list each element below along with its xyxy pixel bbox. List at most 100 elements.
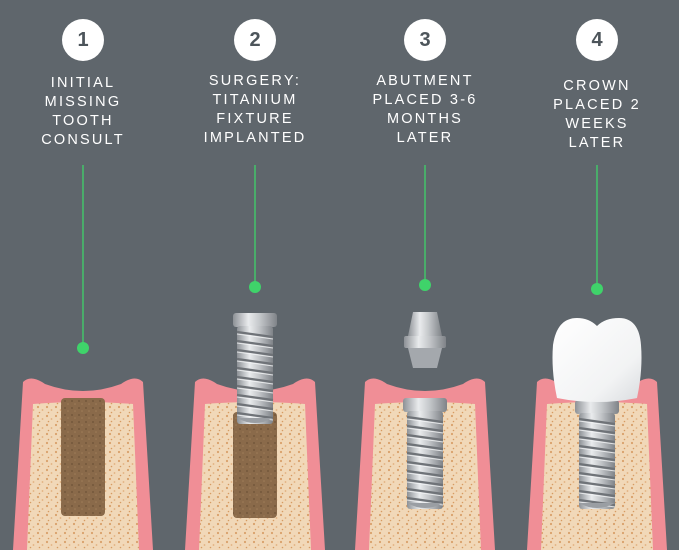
step-2-fixture-thread [236, 348, 274, 357]
step-2-fixture-head [233, 313, 277, 327]
step-3-fixture-thread [406, 415, 444, 424]
step-1-socket [61, 398, 105, 516]
step-3-fixture-thread [406, 442, 444, 451]
step-4-fixture-thread-highlight [578, 456, 616, 463]
step-2-fixture-thread-highlight [236, 396, 274, 403]
step-3-fixture-thread [406, 433, 444, 442]
step-4-label-line: WEEKS [565, 116, 629, 132]
step-2-fixture-thread [236, 384, 274, 393]
step-1-label-line: CONSULT [41, 132, 125, 148]
step-3-pointer-dot [419, 279, 431, 291]
step-4-label-line: CROWN [563, 78, 631, 94]
step-4-pointer-dot [591, 283, 603, 295]
step-3-abutment-base [408, 348, 442, 368]
step-4-fixture [578, 413, 616, 509]
step-2-fixture-thread-highlight [236, 333, 274, 340]
step-4-fixture-thread-highlight [578, 474, 616, 481]
step-4-fixture-thread [578, 426, 616, 435]
step-3-fixture-thread-highlight [406, 490, 444, 497]
step-2-fixture-thread [236, 357, 274, 366]
step-1-number: 1 [62, 19, 104, 61]
step-4-fixture-thread-highlight [578, 429, 616, 436]
step-2-label-line: FIXTURE [216, 111, 294, 127]
step-2-fixture-thread-highlight [236, 387, 274, 394]
step-3-number: 3 [404, 19, 446, 61]
step-2-fixture-thread [236, 366, 274, 375]
step-2-fixture-thread-highlight [236, 360, 274, 367]
step-3-fixture-thread-highlight [406, 454, 444, 461]
step-2-fixture-thread-highlight [236, 405, 274, 412]
step-4-fixture-head [575, 400, 619, 414]
step-1-label-line: MISSING [44, 94, 122, 110]
step-2-fixture-thread [236, 411, 274, 420]
step-3-label-line: PLACED 3-6 [372, 92, 478, 108]
step-3-label-line: MONTHS [386, 111, 464, 127]
step-3-label-line: LATER [396, 130, 454, 146]
step-4-fixture-thread [578, 453, 616, 462]
step-2-label-line: SURGERY: [208, 73, 302, 89]
step-1-label-line: TOOTH [52, 113, 114, 129]
step-4-fixture-thread [578, 471, 616, 480]
step-3-fixture-thread-highlight [406, 481, 444, 488]
step-3-abutment-collar [404, 336, 446, 348]
step-4-fixture-thread-highlight [578, 420, 616, 427]
step-3-fixture-thread [406, 469, 444, 478]
step-2-fixture-thread-highlight [236, 342, 274, 349]
step-2-label-line: IMPLANTED [203, 130, 307, 146]
step-4-fixture-thread [578, 444, 616, 453]
step-3-fixture-thread-highlight [406, 463, 444, 470]
step-4-label: CROWN PLACED 2 WEEKS LATER [522, 77, 672, 153]
step-3-fixture-thread-highlight [406, 472, 444, 479]
step-4-fixture-thread-highlight [578, 438, 616, 445]
step-4-fixture-thread [578, 489, 616, 498]
step-2-pointer-dot [249, 281, 261, 293]
step-2-fixture-thread [236, 402, 274, 411]
step-4-fixture-thread-highlight [578, 483, 616, 490]
step-4-number: 4 [576, 19, 618, 61]
step-3-abutment-top [408, 312, 442, 336]
step-2-fixture-thread [236, 393, 274, 402]
step-2-fixture-thread-highlight [236, 351, 274, 358]
step-3-label-line: ABUTMENT [376, 73, 474, 89]
step-3-fixture [406, 411, 444, 509]
step-4-fixture-thread [578, 462, 616, 471]
step-4-label-line: PLACED 2 [553, 97, 641, 113]
step-3-fixture-thread [406, 451, 444, 460]
step-3-fixture-thread-highlight [406, 436, 444, 443]
step-2-fixture [236, 326, 274, 424]
step-3-fixture-thread-highlight [406, 418, 444, 425]
step-4-fixture-thread-highlight [578, 492, 616, 499]
step-1-label-line: INITIAL [50, 75, 116, 91]
step-2-number: 2 [234, 19, 276, 61]
step-3-fixture-thread-highlight [406, 445, 444, 452]
step-4-fixture-thread [578, 417, 616, 426]
step-2-fixture-tip [237, 418, 273, 423]
step-2-label-line: TITANIUM [212, 92, 298, 108]
step-3-fixture-thread [406, 424, 444, 433]
step-4-fixture-thread-highlight [578, 447, 616, 454]
step-3-fixture-thread [406, 478, 444, 487]
step-1-pointer-dot [77, 342, 89, 354]
step-3-fixture-thread [406, 487, 444, 496]
step-2-label: SURGERY: TITANIUM FIXTURE IMPLANTED [180, 72, 330, 148]
step-3-fixture-head [403, 398, 447, 412]
step-3-fixture-tip [407, 503, 443, 508]
step-2-fixture-thread [236, 330, 274, 339]
step-3-fixture-thread [406, 460, 444, 469]
step-2-socket [233, 412, 277, 518]
step-3-fixture-thread-highlight [406, 427, 444, 434]
step-4-crown [552, 318, 642, 402]
step-4-fixture-tip [579, 503, 615, 508]
step-4-fixture-thread [578, 480, 616, 489]
step-4-fixture-thread-highlight [578, 465, 616, 472]
step-2-fixture-thread-highlight [236, 378, 274, 385]
step-1-label: INITIAL MISSING TOOTH CONSULT [8, 74, 158, 150]
step-2-fixture-thread-highlight [236, 369, 274, 376]
step-3-fixture-thread [406, 496, 444, 505]
step-4-fixture-thread [578, 435, 616, 444]
step-2-fixture-thread [236, 375, 274, 384]
step-2-fixture-thread [236, 339, 274, 348]
step-4-label-line: LATER [568, 135, 626, 151]
